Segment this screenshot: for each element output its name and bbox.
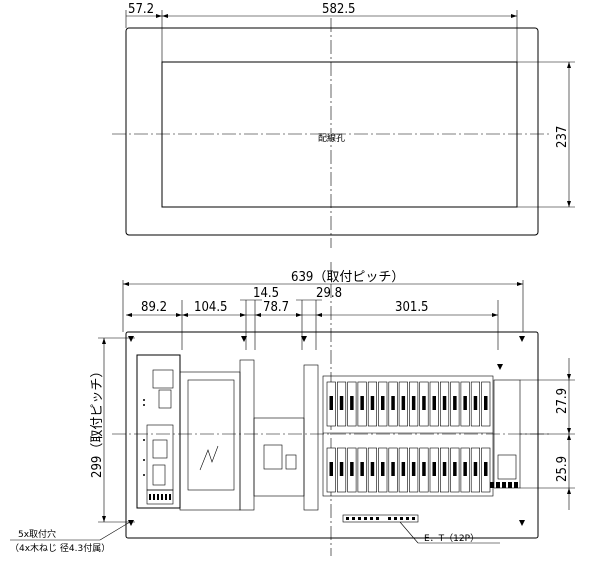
et-leader xyxy=(399,521,419,544)
wiring-hole-label: 配線孔 xyxy=(318,132,345,144)
breaker-toggle xyxy=(391,396,395,410)
breaker-toggle xyxy=(432,396,436,410)
breaker-toggle xyxy=(360,462,364,476)
dim-89-2: 89.2 xyxy=(141,300,167,315)
branch-breakers-top xyxy=(326,381,491,427)
breaker-toggle xyxy=(391,462,395,476)
status-dots xyxy=(143,399,145,476)
space-1-inner xyxy=(187,379,235,491)
terminal-pins xyxy=(149,494,171,500)
dim-237: 237 xyxy=(555,126,570,148)
breaker-toggle xyxy=(422,396,426,410)
breaker-toggle xyxy=(453,462,457,476)
et-terminal-screws xyxy=(346,517,415,520)
spd-indicator xyxy=(285,454,297,470)
dim-639: 639（取付ピッチ） xyxy=(291,270,404,285)
spd-handle xyxy=(263,444,283,470)
mount-hole-icons xyxy=(128,336,525,526)
right-breaker xyxy=(497,454,517,480)
wiring-hole-outline xyxy=(161,61,518,208)
hole-leader xyxy=(99,521,131,541)
top-outer-frame xyxy=(125,27,539,236)
dim-78-7: 78.7 xyxy=(263,300,289,315)
breaker-toggle xyxy=(329,462,333,476)
et-label: E．T（12P） xyxy=(424,533,479,544)
dim-57-2: 57.2 xyxy=(128,2,154,17)
et-terminal xyxy=(342,514,419,523)
bottom-outer-frame xyxy=(125,331,539,539)
breaker-toggle xyxy=(370,462,375,476)
breaker-toggle xyxy=(463,396,467,410)
dim-29-8: 29.8 xyxy=(316,286,342,301)
breaker-toggle xyxy=(350,462,354,476)
branch-area-outline xyxy=(322,375,494,497)
breaker-toggle xyxy=(484,462,488,476)
bottom-view: 639（取付ピッチ） 89.2 104.5 14.5 78.7 29.8 301… xyxy=(10,262,575,556)
mount-holes xyxy=(128,336,525,526)
breaker-toggle xyxy=(360,396,364,410)
right-terminals xyxy=(490,482,518,488)
breaker-toggle xyxy=(401,462,406,476)
rail-1 xyxy=(239,359,255,511)
dim-299: 299（取付ピッチ） xyxy=(90,365,105,478)
space-1-cable xyxy=(199,445,219,471)
dim-14-5: 14.5 xyxy=(253,286,279,301)
spd-unit xyxy=(253,417,305,497)
right-arrows xyxy=(567,374,571,494)
elb-unit xyxy=(146,424,174,491)
branch-breakers-bottom xyxy=(326,447,491,493)
dim-27-9: 27.9 xyxy=(555,388,570,414)
main-breaker-top xyxy=(152,369,174,389)
dim-582-5: 582.5 xyxy=(322,2,355,17)
breaker-toggle xyxy=(484,396,488,410)
mount-holes-note: 5x取付穴 xyxy=(18,528,56,540)
breaker-toggle xyxy=(411,462,416,476)
space-1 xyxy=(179,371,241,511)
breaker-toggle xyxy=(473,462,478,476)
terminal-strip xyxy=(146,489,174,505)
breaker-toggle xyxy=(442,462,447,476)
breaker-toggle xyxy=(339,396,344,410)
breaker-toggle xyxy=(350,396,354,410)
dim-104-5: 104.5 xyxy=(194,300,227,315)
breaker-toggle xyxy=(381,396,385,410)
breaker-toggle xyxy=(401,396,406,410)
elb-handle-2 xyxy=(152,464,166,486)
breaker-toggle xyxy=(453,396,457,410)
dim-25-9: 25.9 xyxy=(555,456,570,482)
breaker-toggle xyxy=(442,396,447,410)
right-module xyxy=(493,379,521,489)
mount-hole-icons-2 xyxy=(241,336,503,370)
rail-2 xyxy=(303,364,319,511)
breaker-toggle xyxy=(432,462,436,476)
main-breaker-handle xyxy=(158,389,172,409)
elb-handle xyxy=(152,439,168,459)
breaker-toggle xyxy=(370,396,375,410)
breaker-toggle xyxy=(422,462,426,476)
mount-holes-note-2: （4x木ねじ 径4.3付属） xyxy=(10,542,110,554)
breaker-toggle xyxy=(411,396,416,410)
dim-301-5: 301.5 xyxy=(395,300,428,315)
breaker-toggle xyxy=(329,396,333,410)
breaker-toggle xyxy=(473,396,478,410)
breaker-toggle xyxy=(339,462,344,476)
top-view: 57.2 582.5 237 配線孔 xyxy=(112,2,575,248)
breaker-toggle xyxy=(463,462,467,476)
breaker-toggle xyxy=(381,462,385,476)
